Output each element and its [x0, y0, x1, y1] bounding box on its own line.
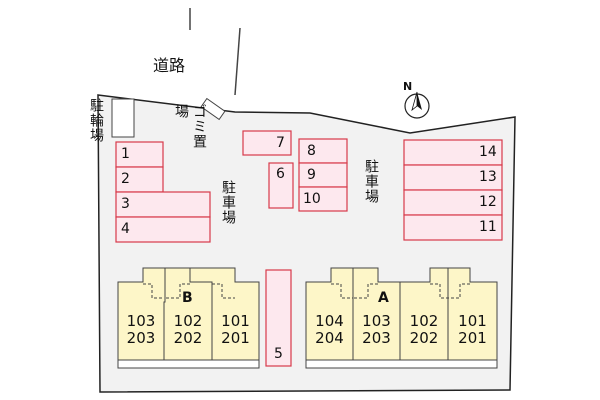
parking-number: 9 [307, 167, 316, 183]
parking-label-right: 駐車場 [363, 159, 379, 204]
parking-number: 2 [121, 171, 130, 187]
porch-strip [117, 359, 260, 369]
garbage-area [200, 97, 226, 121]
parking-space-3 [115, 191, 211, 218]
parking-number: 13 [479, 169, 497, 185]
entry-dash [212, 283, 235, 299]
building-a-name: A [378, 290, 389, 306]
entry-dash [143, 283, 164, 299]
bike-parking-area [111, 98, 135, 138]
parking-space-12 [403, 189, 503, 216]
parking-space-4 [115, 216, 211, 243]
garbage-label: ゴミ置場 [173, 104, 207, 149]
parking-label-left: 駐車場 [220, 180, 236, 225]
parking-number: 12 [479, 194, 497, 210]
parking-space-5 [265, 269, 292, 367]
parking-space-8 [298, 138, 348, 164]
parking-space-7 [242, 130, 292, 156]
north-label: N [403, 80, 413, 93]
parking-space-6 [268, 162, 294, 209]
entry-dash [448, 283, 470, 299]
parking-space-14 [403, 139, 503, 166]
bike-parking-label: 駐輪場 [88, 98, 104, 143]
parking-number: 8 [307, 143, 316, 159]
parking-number: 5 [274, 346, 283, 362]
parking-number: 10 [303, 191, 321, 207]
entry-dash [353, 283, 378, 299]
road-edge-right [234, 27, 241, 96]
parking-number: 6 [276, 166, 285, 182]
road-label: 道路 [153, 56, 186, 75]
entry-dash [165, 283, 190, 299]
building-b-name: B [182, 290, 193, 306]
parking-space-9 [298, 162, 348, 188]
parking-number: 3 [121, 196, 130, 212]
north-arrow-icon [404, 91, 430, 119]
building-b-unit-3 [189, 267, 260, 369]
porch-strip [305, 359, 498, 369]
parking-space-10 [298, 186, 348, 212]
parking-number: 4 [121, 221, 130, 237]
parking-space-11 [403, 214, 503, 241]
parking-number: 1 [121, 146, 130, 162]
parking-space-13 [403, 164, 503, 191]
entry-dash [430, 283, 448, 299]
parking-number: 11 [479, 219, 497, 235]
parking-number: 7 [276, 135, 285, 151]
parking-space-1 [115, 141, 164, 168]
parking-number: 14 [479, 144, 497, 160]
entry-dash [331, 283, 353, 299]
